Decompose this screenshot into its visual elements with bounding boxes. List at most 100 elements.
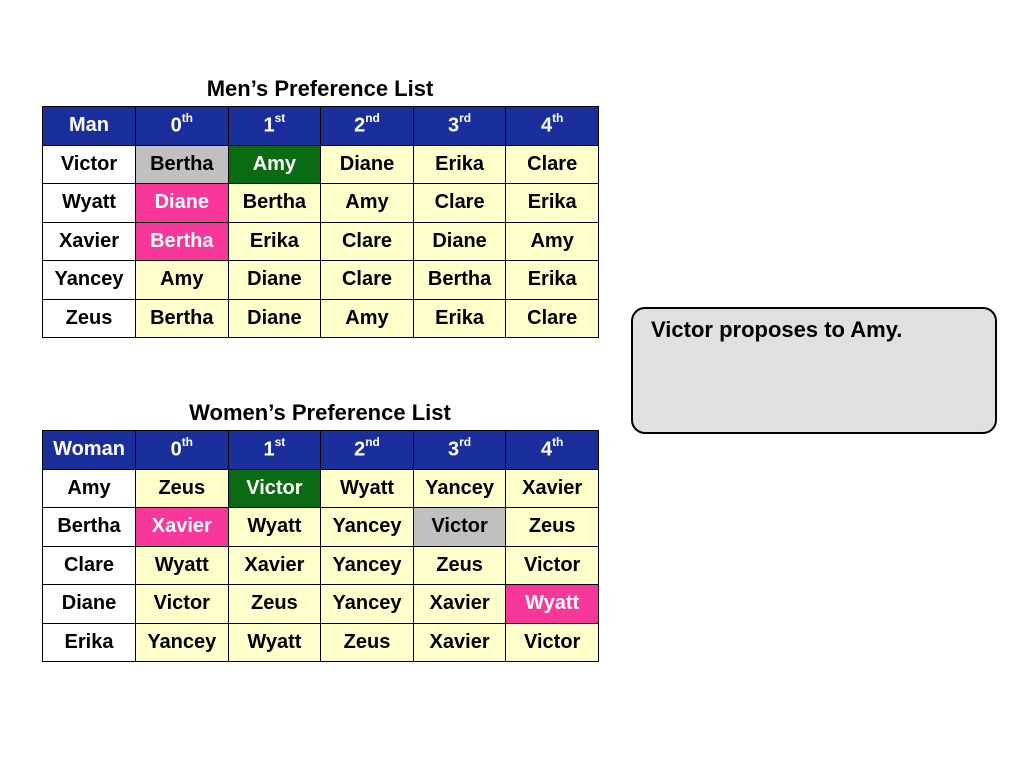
women-preference-cell: Wyatt: [505, 584, 599, 624]
women-header-label: Woman: [53, 438, 125, 461]
men-preference-cell: Clare: [320, 260, 414, 300]
men-header-label: Man: [69, 114, 109, 137]
men-header-label: 1: [263, 115, 275, 138]
men-header-3: 2nd: [320, 106, 414, 146]
women-row-name: Diane: [42, 584, 136, 624]
men-preference-cell: Diane: [227, 260, 322, 300]
men-preference-cell: Diane: [412, 221, 507, 261]
men-preference-cell: Amy: [135, 260, 229, 300]
women-preference-cell: Yancey: [320, 507, 414, 547]
men-header-1: 0th: [135, 106, 229, 146]
women-preference-cell: Zeus: [320, 622, 414, 662]
women-preference-cell: Victor: [412, 507, 507, 547]
men-preference-cell: Erika: [412, 298, 507, 338]
men-row-name: Wyatt: [42, 183, 136, 223]
men-header-0: Man: [42, 106, 136, 146]
men-preference-cell: Clare: [505, 144, 599, 184]
status-note-text: Victor proposes to Amy.: [651, 317, 903, 342]
women-row-name: Clare: [42, 545, 136, 585]
women-header-label: 2: [354, 439, 366, 462]
men-preference-cell: Erika: [505, 260, 599, 300]
women-header-3: 2nd: [320, 430, 414, 470]
men-preference-cell: Clare: [505, 298, 599, 338]
men-preference-cell: Amy: [320, 183, 414, 223]
women-header-4: 3rd: [412, 430, 507, 470]
women-preference-cell: Xavier: [412, 622, 507, 662]
women-preference-cell: Yancey: [320, 584, 414, 624]
men-header-5: 4th: [505, 106, 599, 146]
men-row-name: Zeus: [42, 298, 136, 338]
men-preference-cell: Amy: [227, 144, 322, 184]
men-row-name: Xavier: [42, 221, 136, 261]
women-preference-cell: Wyatt: [135, 545, 229, 585]
men-header-2: 1st: [227, 106, 322, 146]
men-preference-cell: Bertha: [135, 221, 229, 261]
men-header-ordinal-suffix: rd: [459, 111, 472, 126]
men-preference-cell: Bertha: [227, 183, 322, 223]
men-preference-cell: Amy: [320, 298, 414, 338]
women-header-ordinal-suffix: st: [274, 435, 286, 450]
women-header-ordinal-suffix: th: [552, 435, 564, 450]
men-preference-cell: Clare: [412, 183, 507, 223]
women-preference-cell: Zeus: [412, 545, 507, 585]
women-header-label: 0: [170, 439, 182, 462]
women-header-1: 0th: [135, 430, 229, 470]
women-header-0: Woman: [42, 430, 136, 470]
women-row-name: Erika: [42, 622, 136, 662]
men-preference-cell: Erika: [505, 183, 599, 223]
men-preference-cell: Erika: [412, 144, 507, 184]
women-header-label: 4: [540, 439, 553, 462]
men-header-label: 2: [354, 115, 366, 138]
women-header-2: 1st: [227, 430, 322, 470]
status-note-box: Victor proposes to Amy.: [631, 307, 997, 434]
women-preference-cell: Victor: [227, 468, 322, 508]
women-header-ordinal-suffix: th: [181, 435, 194, 450]
men-header-ordinal-suffix: th: [552, 111, 564, 126]
women-header-ordinal-suffix: nd: [365, 435, 380, 450]
men-header-ordinal-suffix: st: [274, 111, 286, 126]
women-row-name: Bertha: [42, 507, 136, 547]
women-table-title: Women’s Preference List: [189, 400, 451, 425]
women-header-label: 3: [448, 439, 460, 462]
women-header-5: 4th: [505, 430, 599, 470]
women-preference-cell: Yancey: [320, 545, 414, 585]
men-preference-cell: Diane: [227, 298, 322, 338]
men-preference-cell: Diane: [320, 144, 414, 184]
men-preference-cell: Bertha: [412, 260, 507, 300]
women-preference-cell: Yancey: [412, 468, 507, 508]
women-preference-cell: Wyatt: [227, 507, 322, 547]
men-preference-cell: Amy: [505, 221, 599, 261]
women-preference-cell: Victor: [505, 545, 599, 585]
women-preference-cell: Xavier: [505, 468, 599, 508]
women-preference-cell: Zeus: [227, 584, 322, 624]
women-preference-cell: Yancey: [135, 622, 229, 662]
men-header-ordinal-suffix: th: [181, 111, 194, 126]
women-preference-cell: Victor: [505, 622, 599, 662]
men-preference-cell: Bertha: [135, 144, 229, 184]
men-row-name: Yancey: [42, 260, 136, 300]
women-preference-cell: Xavier: [227, 545, 322, 585]
women-preference-cell: Xavier: [135, 507, 229, 547]
women-preference-cell: Xavier: [412, 584, 507, 624]
men-table-title: Men’s Preference List: [206, 76, 434, 101]
women-preference-cell: Zeus: [135, 468, 229, 508]
women-preference-cell: Wyatt: [320, 468, 414, 508]
men-preference-cell: Clare: [320, 221, 414, 261]
women-header-ordinal-suffix: rd: [459, 435, 472, 450]
men-preference-cell: Diane: [135, 183, 229, 223]
women-preference-cell: Wyatt: [227, 622, 322, 662]
men-header-ordinal-suffix: nd: [365, 111, 380, 126]
